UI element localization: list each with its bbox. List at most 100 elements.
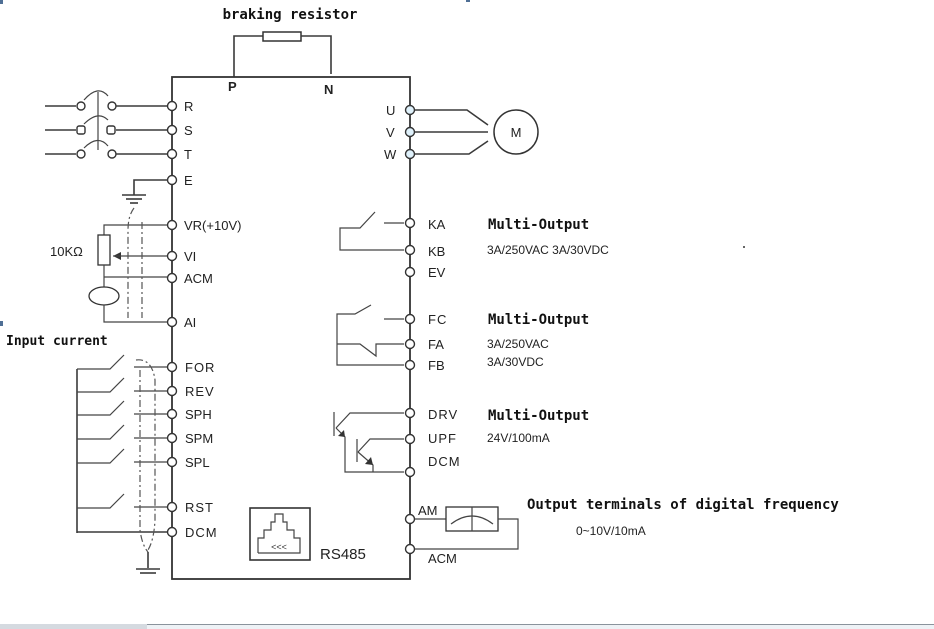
- terminal-label-v: V: [386, 125, 395, 140]
- status-strip-left: [0, 624, 147, 629]
- terminal-label-spm: SPM: [185, 431, 213, 446]
- terminal-label-kb: KB: [428, 244, 445, 259]
- shielded-cable-icon: [127, 207, 143, 318]
- motor-output-terminals: U V W: [384, 103, 489, 162]
- terminal-v[interactable]: [404, 126, 416, 138]
- terminal-label-spl: SPL: [185, 455, 210, 470]
- terminal-spl[interactable]: [166, 456, 178, 468]
- switch-rev: [77, 377, 167, 393]
- terminal-label-am: AM: [418, 503, 438, 518]
- terminal-label-n: N: [324, 82, 333, 97]
- terminal-rev[interactable]: [166, 385, 178, 397]
- terminal-label-w: W: [384, 147, 397, 162]
- terminal-acm-in[interactable]: [166, 272, 178, 284]
- relay-ka-terminals: KA KB EV: [404, 217, 446, 280]
- transistor-output-icon: [333, 412, 404, 473]
- terminal-ai[interactable]: [166, 316, 178, 328]
- terminal-label-ka: KA: [428, 217, 446, 232]
- rs485-label: RS485: [320, 546, 366, 563]
- transistor-output-terminals: DRV UPF DCM: [404, 407, 461, 478]
- terminal-label-acm-in: ACM: [184, 271, 213, 286]
- terminal-kb[interactable]: [404, 244, 416, 256]
- terminal-fa[interactable]: [404, 338, 416, 350]
- transistor-out-spec: 24V/100mA: [487, 431, 550, 445]
- switch-spm: [77, 424, 167, 440]
- ground-icon: [136, 552, 160, 574]
- status-strip: [0, 624, 934, 629]
- terminal-label-acm-out: ACM: [428, 551, 457, 566]
- terminal-vi[interactable]: [166, 250, 178, 262]
- terminal-sph[interactable]: [166, 408, 178, 420]
- analog-output-terminals: AM ACM: [404, 503, 457, 566]
- rs485-port-icon: <<<: [249, 507, 311, 561]
- relay-ka-spec: 3A/250VAC 3A/30VDC: [487, 243, 609, 257]
- window-edge-mark: [466, 0, 470, 2]
- transistor-out-title: Multi-Output: [488, 408, 589, 424]
- terminal-label-p: P: [228, 79, 237, 94]
- switch-for: [77, 354, 167, 370]
- stray-dot: [743, 246, 745, 248]
- digital-input-switches: [76, 354, 167, 553]
- terminal-acm-out[interactable]: [404, 543, 416, 555]
- terminal-spm[interactable]: [166, 432, 178, 444]
- motor-label: M: [511, 125, 522, 140]
- switch-rst: [77, 493, 167, 509]
- relay-ka-icon: [339, 211, 404, 251]
- terminal-label-rev: REV: [185, 384, 215, 399]
- potentiometer-label: 10KΩ: [50, 244, 83, 259]
- terminal-label-u: U: [386, 103, 395, 118]
- terminal-dcm-out[interactable]: [404, 466, 416, 478]
- power-input-terminals: R S T E: [166, 99, 193, 188]
- terminal-upf[interactable]: [404, 433, 416, 445]
- terminal-am[interactable]: [404, 513, 416, 525]
- terminal-t[interactable]: [166, 148, 178, 160]
- terminal-ev[interactable]: [404, 266, 416, 278]
- terminal-rst[interactable]: [166, 501, 178, 513]
- relay-fc-terminals: FC FA FB: [404, 312, 446, 373]
- terminal-label-rst: RST: [185, 500, 214, 515]
- terminal-label-ai: AI: [184, 315, 196, 330]
- terminal-label-t: T: [184, 147, 192, 162]
- svg-text:<<<: <<<: [271, 542, 287, 552]
- terminal-fc[interactable]: [404, 313, 416, 325]
- terminal-label-upf: UPF: [428, 431, 457, 446]
- circuit-breaker-icon: [45, 90, 172, 159]
- terminal-label-vr: VR(+10V): [184, 218, 241, 233]
- relay-fc-spec-line1: 3A/250VAC: [487, 337, 549, 351]
- digital-input-terminals: FOR REV SPH SPM SPL RST DCM: [166, 360, 218, 540]
- potentiometer-icon: [97, 224, 167, 278]
- terminal-u[interactable]: [404, 104, 416, 116]
- terminal-dcm-in[interactable]: [166, 526, 178, 538]
- terminal-r[interactable]: [166, 100, 178, 112]
- relay-fc-icon: [336, 304, 404, 366]
- status-strip-divider: [147, 624, 934, 625]
- terminal-label-sph: SPH: [185, 407, 212, 422]
- inverter-body: [171, 76, 411, 580]
- terminal-label-dcm-in: DCM: [185, 525, 218, 540]
- switch-spl: [77, 448, 167, 464]
- relay-fc-spec-line2: 3A/30VDC: [487, 355, 544, 369]
- switch-sph: [77, 400, 167, 416]
- input-current-note: Input current: [6, 334, 108, 349]
- terminal-label-for: FOR: [185, 360, 215, 375]
- terminal-e[interactable]: [166, 174, 178, 186]
- terminal-for[interactable]: [166, 361, 178, 373]
- window-edge-mark: [0, 321, 3, 326]
- terminal-vr[interactable]: [166, 219, 178, 231]
- terminal-label-drv: DRV: [428, 407, 458, 422]
- braking-resistor-icon: [233, 31, 332, 77]
- terminal-w[interactable]: [404, 148, 416, 160]
- terminal-label-vi: VI: [184, 249, 196, 264]
- terminal-label-fa: FA: [428, 337, 444, 352]
- analog-input-terminals: VR(+10V) VI ACM AI: [166, 218, 241, 330]
- analog-meter-icon: [415, 506, 519, 550]
- relay-fc-title: Multi-Output: [488, 312, 589, 328]
- terminal-label-dcm-out: DCM: [428, 454, 461, 469]
- terminal-drv[interactable]: [404, 407, 416, 419]
- terminal-fb[interactable]: [404, 359, 416, 371]
- current-source-icon: [88, 277, 167, 323]
- terminal-s[interactable]: [166, 124, 178, 136]
- window-edge-mark: [0, 0, 3, 4]
- motor-icon: M: [493, 109, 539, 155]
- terminal-ka[interactable]: [404, 217, 416, 229]
